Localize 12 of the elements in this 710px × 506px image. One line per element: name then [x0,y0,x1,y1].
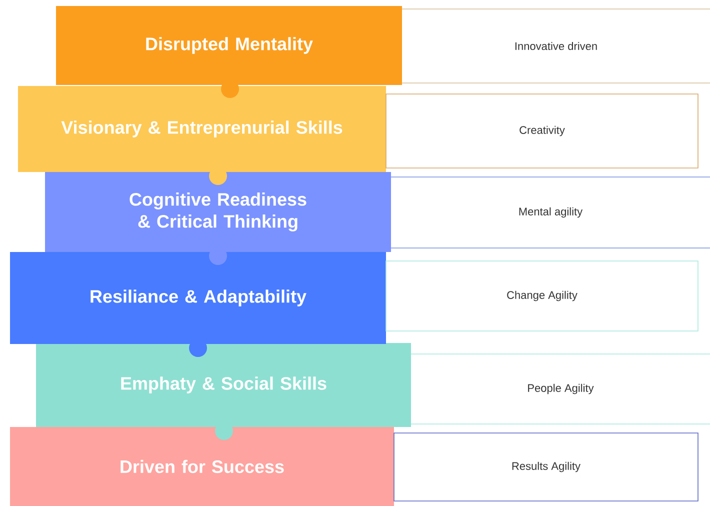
text-box: Innovative driven [402,8,710,84]
puzzle-block: Driven for Success [10,427,394,506]
text-box: Change Agility [386,260,698,332]
text-box: Results Agility [394,432,698,502]
puzzle-block: Emphaty & Social Skills [36,343,411,440]
text-box: Creativity [386,94,698,168]
puzzle-block: Visionary & Entreprenurial Skills [18,86,386,185]
text-box: Mental agility [390,176,710,248]
puzzle-block: Cognitive Readiness & Critical Thinking [45,172,391,265]
puzzle-block: Resiliance & Adaptability [10,252,386,357]
text-box: People Agility [410,354,710,424]
puzzle-block: Disrupted Mentality [56,6,402,98]
